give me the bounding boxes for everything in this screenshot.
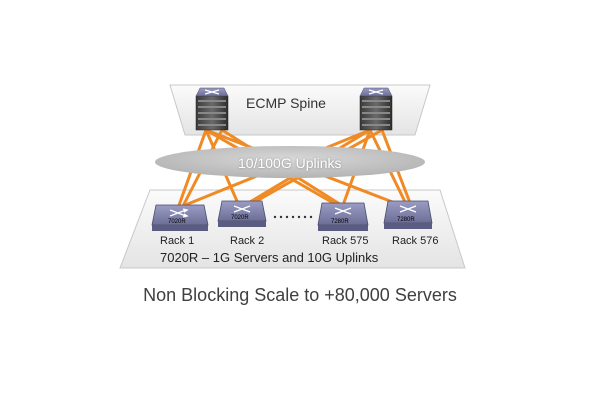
rack-label: Rack 575 (322, 235, 369, 247)
rack-label: Rack 1 (160, 235, 195, 247)
switch-model-label: 7020R (168, 219, 186, 225)
leaf-description: 7020R – 1G Servers and 10G Uplinks (160, 250, 379, 265)
leaf-switch-rack-2: 7020R (217, 200, 267, 227)
spine-switch-2 (359, 87, 393, 131)
leaf-switch-rack-576: 7280R (383, 200, 433, 229)
crossover-icon (399, 205, 417, 213)
rack-label: Rack 576 (392, 235, 439, 247)
diagram-caption: Non Blocking Scale to +80,000 Servers (143, 285, 457, 305)
switch-model-label: 7020R (231, 215, 249, 221)
crossover-icon (169, 208, 189, 218)
crossover-icon (204, 89, 220, 95)
uplinks-oval (155, 146, 425, 178)
rack-label: Rack 2 (230, 235, 265, 247)
ellipsis-dots (273, 215, 313, 219)
crossover-icon (334, 207, 352, 215)
switch-model-label: 7280R (397, 217, 415, 223)
leaf-plane (119, 189, 466, 269)
leaf-switch-rack-1: 7020R (151, 204, 209, 231)
switch-model-label: 7280R (331, 219, 349, 225)
crossover-icon (233, 205, 251, 213)
leaf-switch-rack-575: 7280R (317, 202, 369, 231)
spine-label: ECMP Spine (246, 95, 326, 111)
uplinks-label: 10/100G Uplinks (238, 155, 342, 171)
crossover-icon (368, 89, 384, 95)
spine-switch-1 (195, 87, 229, 131)
